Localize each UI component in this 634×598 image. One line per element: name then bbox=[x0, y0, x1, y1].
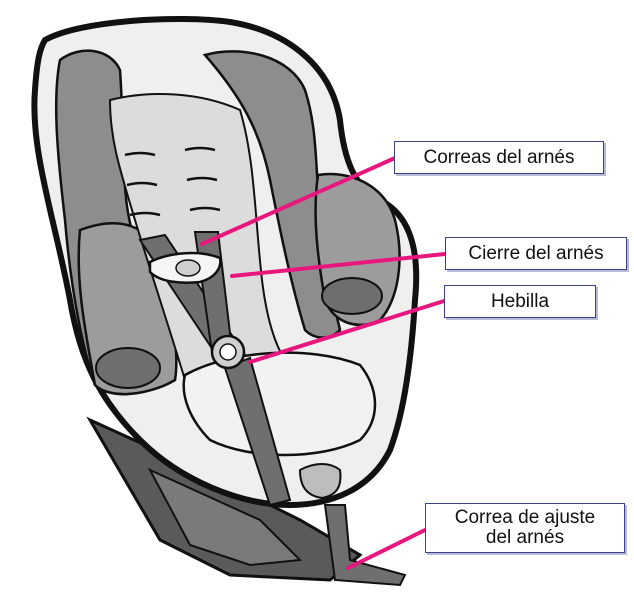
label-harness-straps: Correas del arnés bbox=[394, 141, 604, 174]
seat-cushion bbox=[184, 353, 375, 455]
buckle bbox=[212, 336, 244, 368]
label-harness-straps-text: Correas del arnés bbox=[423, 147, 574, 169]
label-chest-clip: Cierre del arnés bbox=[445, 237, 627, 270]
label-chest-clip-text: Cierre del arnés bbox=[468, 243, 603, 265]
label-adjust-strap-line1: Correa de ajuste bbox=[455, 508, 595, 528]
label-buckle: Hebilla bbox=[444, 285, 596, 318]
label-adjust-strap: Correa de ajuste del arnés bbox=[425, 503, 625, 553]
label-adjust-strap-line2: del arnés bbox=[486, 528, 564, 548]
label-buckle-text: Hebilla bbox=[491, 291, 549, 313]
